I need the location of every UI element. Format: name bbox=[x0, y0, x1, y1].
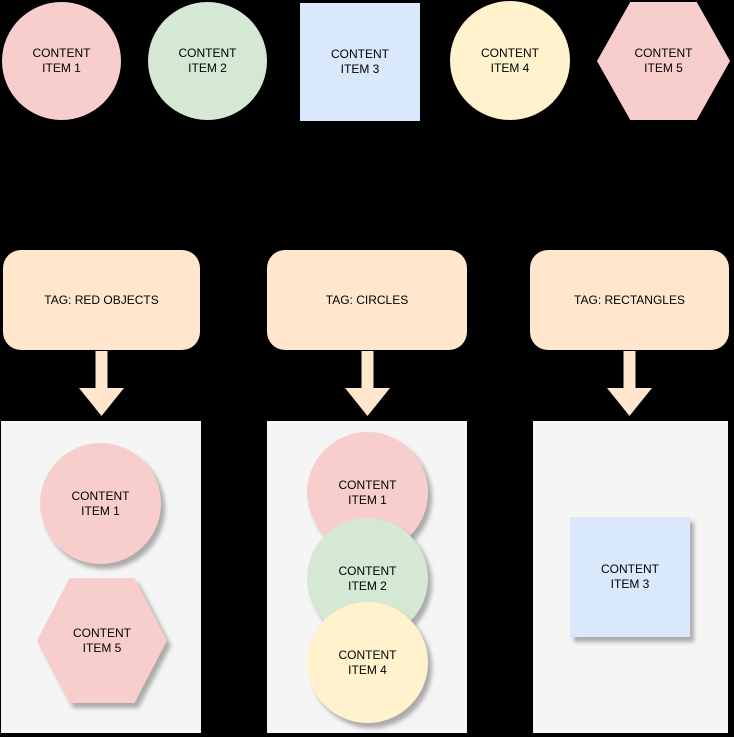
circle-shape: CONTENT ITEM 1 bbox=[2, 2, 121, 120]
content-item-3-label: CONTENT ITEM 3 bbox=[331, 47, 389, 76]
top-content-item-2: CONTENT ITEM 2 bbox=[148, 2, 267, 120]
tag-circles-label: TAG: CIRCLES bbox=[325, 293, 409, 307]
bin2-content-item-4-label: CONTENT ITEM 4 bbox=[338, 647, 397, 677]
top-content-item-3: CONTENT ITEM 3 bbox=[300, 3, 420, 121]
tag-rectangles: TAG: RECTANGLES bbox=[530, 250, 729, 350]
tag-red-objects-label: TAG: RED OBJECTS bbox=[44, 293, 159, 307]
top-content-item-5: CONTENT ITEM 5 bbox=[597, 2, 730, 120]
arrow-down-icon bbox=[79, 351, 124, 416]
container-rectangles: CONTENT ITEM 3 bbox=[533, 421, 728, 733]
content-item-5-label: CONTENT ITEM 5 bbox=[634, 46, 693, 75]
circle-shape: CONTENT ITEM 2 bbox=[148, 2, 267, 120]
circle-shape: CONTENT ITEM 4 bbox=[307, 602, 428, 723]
arrow-down-icon bbox=[345, 351, 390, 416]
square-shape: CONTENT ITEM 3 bbox=[300, 3, 420, 121]
circle-shape: CONTENT ITEM 4 bbox=[450, 1, 570, 120]
container-circles: CONTENT ITEM 1 CONTENT ITEM 2 CONTENT IT… bbox=[267, 421, 467, 733]
tag-rectangles-label: TAG: RECTANGLES bbox=[574, 293, 685, 307]
bin1-content-item-1-label: CONTENT ITEM 1 bbox=[71, 488, 130, 518]
bin1-content-item-1: CONTENT ITEM 1 bbox=[40, 443, 161, 564]
top-content-item-4: CONTENT ITEM 4 bbox=[450, 1, 570, 120]
hexagon-shape: CONTENT ITEM 5 bbox=[597, 2, 730, 120]
bin3-content-item-3: CONTENT ITEM 3 bbox=[570, 517, 690, 637]
bin1-content-item-5: CONTENT ITEM 5 bbox=[37, 578, 167, 703]
content-item-4-label: CONTENT ITEM 4 bbox=[481, 45, 539, 75]
tag-circles: TAG: CIRCLES bbox=[267, 250, 467, 350]
container-red-objects: CONTENT ITEM 1 CONTENT ITEM 5 bbox=[1, 421, 201, 733]
arrow-down-icon bbox=[607, 351, 652, 416]
bin2-content-item-2-label: CONTENT ITEM 2 bbox=[338, 563, 397, 593]
hexagon-shape: CONTENT ITEM 5 bbox=[37, 578, 167, 703]
circle-shape: CONTENT ITEM 1 bbox=[40, 443, 161, 564]
content-item-1-label: CONTENT ITEM 1 bbox=[32, 46, 91, 75]
tag-red-objects: TAG: RED OBJECTS bbox=[3, 250, 200, 350]
bin2-content-item-1-label: CONTENT ITEM 1 bbox=[338, 477, 397, 507]
bin1-content-item-5-label: CONTENT ITEM 5 bbox=[73, 625, 131, 655]
bin3-content-item-3-label: CONTENT ITEM 3 bbox=[601, 562, 659, 591]
square-shape: CONTENT ITEM 3 bbox=[570, 517, 690, 637]
content-item-2-label: CONTENT ITEM 2 bbox=[178, 46, 237, 75]
bin2-content-item-4: CONTENT ITEM 4 bbox=[307, 602, 428, 723]
top-content-item-1: CONTENT ITEM 1 bbox=[2, 2, 121, 120]
